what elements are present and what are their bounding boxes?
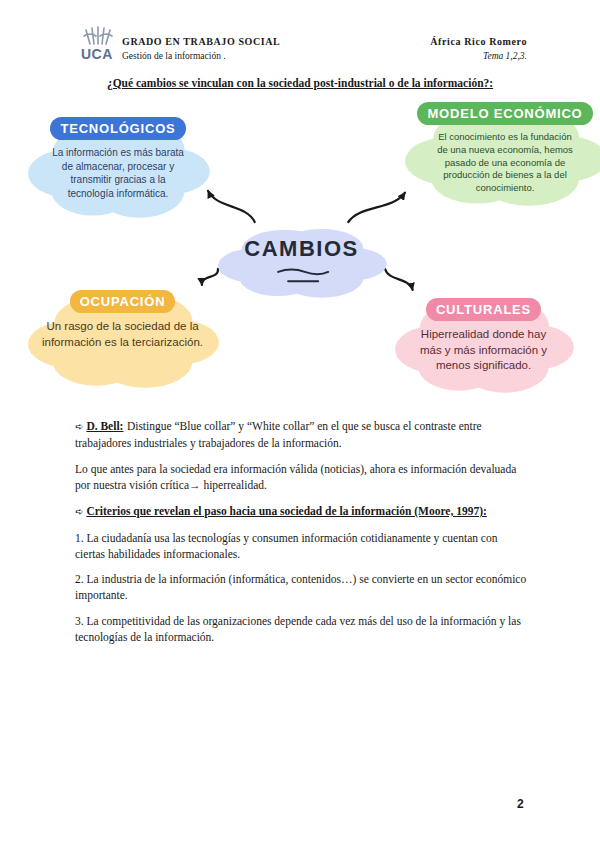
logo-text: UCA [81,46,113,62]
paragraph: Lo que antes para la sociedad era inform… [75,461,527,493]
paragraph: 2. La industria de la información (infor… [75,571,527,603]
cloud-heading: MODELO ECONÓMICO [417,102,592,125]
bullet-arrow: ➪ [75,506,83,517]
university-logo [84,27,112,44]
header-subject: Gestión de la información . [122,51,226,61]
cloud-node: CULTURALES Hiperrealidad donde hay más y … [395,290,572,396]
list-item: 1. La ciudadanía usa las tecnologías y c… [75,532,497,560]
cloud-node: OCUPACIÓN Un rasgo de la sociedad de la i… [28,285,217,391]
curved-arrow [348,193,405,222]
paragraph-text: Distingue “Blue collar” y “White collar”… [75,420,482,449]
curved-arrow [202,269,218,285]
header-topic: Tema 1,2,3. [483,51,527,61]
cloud-node: MODELO ECONÓMICO El conocimiento es la fu… [405,100,600,209]
cloud-body: Hiperrealidad donde hay más y más inform… [409,327,559,374]
logo-leaves [86,27,110,44]
header-degree: GRADO EN TRABAJO SOCIAL [122,36,280,47]
cloud-body: El conocimiento es la fundación de una n… [434,131,576,195]
list-item: 3. La competitividad de las organizacion… [75,615,521,643]
cloud-node: TECNOLÓGICOS La información es más barata… [28,113,208,221]
cloud-body: Un rasgo de la sociedad de la informació… [40,319,205,350]
list-item: 2. La industria de la información (infor… [75,573,526,601]
paragraph: 1. La ciudadanía usa las tecnologías y c… [75,530,527,562]
lead-term: D. Bell: [86,420,123,432]
page-title: ¿Qué cambios se vinculan con la sociedad… [60,77,540,89]
cloud-heading: OCUPACIÓN [70,290,176,313]
bullet-arrow: ➪ [75,421,83,432]
paragraph: ➪Criterios que revelan el paso hacia una… [75,503,527,520]
cloud-body: La información es más barata de almacena… [48,146,188,200]
curved-arrow [208,191,255,222]
central-heading: CAMBIOS [244,236,358,262]
logo-arc [84,34,112,36]
underline-squiggle [278,270,328,282]
paragraph-text: Lo que antes para la sociedad era inform… [75,463,516,491]
central-cloud: CAMBIOS [218,222,385,300]
cloud-heading: CULTURALES [426,298,541,321]
page-number: 2 [517,797,524,811]
section-heading: Criterios que revelan el paso hacia una … [86,505,486,517]
paragraph: ➪D. Bell:Distingue “Blue collar” y “Whit… [75,418,527,451]
header-author: África Rico Romero [430,36,527,47]
cloud-heading: TECNOLÓGICOS [50,117,185,140]
curved-arrow [385,269,413,290]
paragraph: 3. La competitividad de las organizacion… [75,613,527,645]
